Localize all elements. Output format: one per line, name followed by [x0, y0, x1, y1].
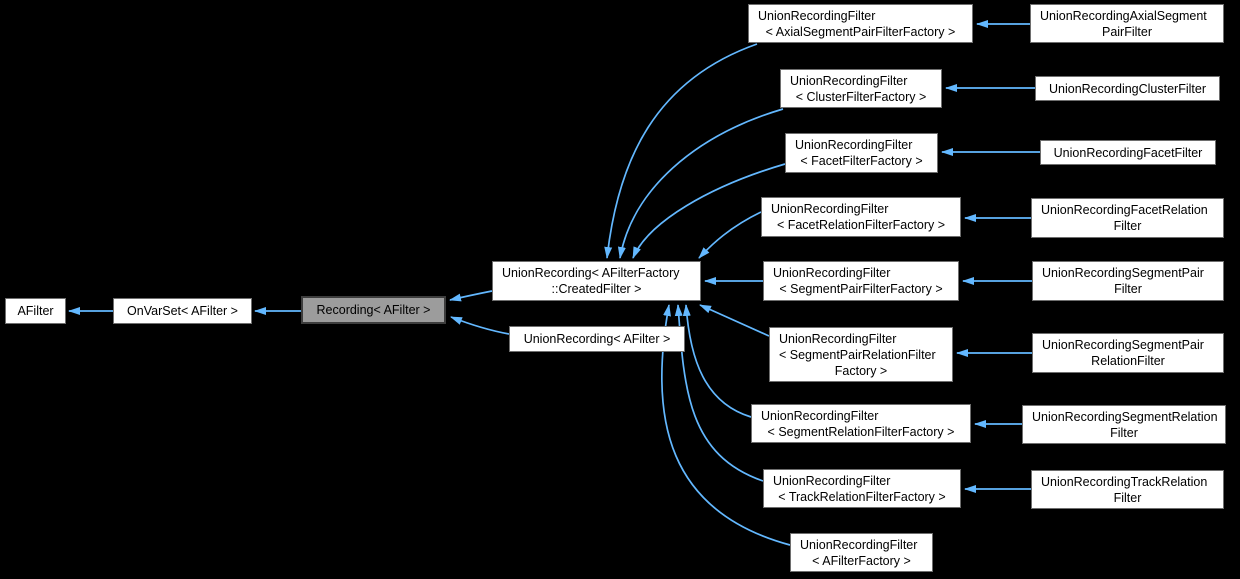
node-unionrecordingfilter-clusterfilterfactory[interactable]: UnionRecordingFilter < ClusterFilterFact…: [780, 69, 942, 108]
node-unionrecording-createdfilter[interactable]: UnionRecording< AFilterFactory ::Created…: [492, 261, 701, 301]
node-label-line: UnionRecordingFilter: [773, 266, 891, 280]
node-unionrecordingclusterfilter[interactable]: UnionRecordingClusterFilter: [1035, 76, 1220, 101]
edge-t-segrel-to-created: [682, 304, 752, 418]
node-label-line: UnionRecordingSegmentRelation: [1032, 409, 1218, 424]
node-label-line: UnionRecording< AFilterFactory: [502, 266, 680, 280]
node-unionrecordingfilter-facetrelationfilterfactory[interactable]: UnionRecordingFilter < FacetRelationFilt…: [761, 197, 961, 237]
node-unionrecordingfilter-trackrelationfilterfactory[interactable]: UnionRecordingFilter < TrackRelationFilt…: [763, 469, 961, 508]
node-label-line: UnionRecordingSegmentPair: [1042, 338, 1204, 352]
node-label-line: UnionRecordingTrackRelation: [1041, 474, 1208, 489]
node-label-line: < AxialSegmentPairFilterFactory >: [765, 24, 956, 39]
node-label-line: UnionRecordingFilter: [758, 8, 876, 23]
node-label-line: UnionRecordingFilter: [779, 331, 897, 346]
node-label-line: < SegmentPairFilterFactory >: [779, 282, 943, 296]
node-label: Recording< AFilter >: [316, 303, 431, 317]
node-label-line: UnionRecordingAxialSegment: [1040, 8, 1207, 23]
node-label-line: Filter: [1113, 490, 1142, 505]
node-label-line: UnionRecordingFilter: [771, 202, 889, 216]
edge-t-cluster-to-created: [617, 108, 784, 259]
node-unionrecordingtrackrelationfilter[interactable]: UnionRecordingTrackRelation Filter: [1031, 470, 1224, 509]
node-unionrecordingfilter-segmentpairfilterfactory[interactable]: UnionRecordingFilter < SegmentPairFilter…: [763, 261, 959, 301]
node-label-line: PairFilter: [1101, 24, 1152, 39]
node-label-line: Factory >: [834, 363, 888, 378]
node-label-line: RelationFilter: [1091, 354, 1165, 368]
node-label-line: UnionRecordingFilter: [795, 138, 913, 152]
node-unionrecordingsegmentpairrelationfilter[interactable]: UnionRecordingSegmentPair RelationFilter: [1032, 333, 1224, 373]
node-unionrecordingfacetfilter[interactable]: UnionRecordingFacetFilter: [1040, 140, 1216, 165]
edge-created-to-recording: [449, 290, 493, 302]
node-unionrecordingfilter-segmentrelationfilterfactory[interactable]: UnionRecordingFilter < SegmentRelationFi…: [751, 404, 971, 443]
node-unionrecordingfilter-afilterfactory[interactable]: UnionRecordingFilter < AFilterFactory >: [790, 533, 933, 572]
node-label: OnVarSet< AFilter >: [127, 304, 238, 318]
node-label-line: UnionRecordingFilter: [761, 408, 879, 423]
node-label-line: < SegmentRelationFilterFactory >: [767, 424, 955, 439]
node-label-line: < TrackRelationFilterFactory >: [778, 489, 946, 504]
node-label-line: < SegmentPairRelationFilter: [779, 347, 936, 362]
edge-t-facetrel-to-created: [698, 211, 762, 259]
node-label-line: Filter: [1114, 282, 1142, 296]
node-unionrecordingsegmentrelationfilter[interactable]: UnionRecordingSegmentRelation Filter: [1022, 405, 1226, 444]
node-label-line: UnionRecordingFilter: [790, 73, 908, 88]
node-unionrecording-afilter[interactable]: UnionRecording< AFilter >: [509, 326, 685, 352]
node-label: UnionRecordingFacetFilter: [1053, 145, 1203, 160]
node-label-line: UnionRecordingFacetRelation: [1041, 203, 1208, 217]
edge-t-segpairrel-to-created: [699, 304, 770, 337]
node-onvarset-afilter[interactable]: OnVarSet< AFilter >: [113, 298, 252, 324]
node-label-line: < FacetRelationFilterFactory >: [776, 218, 946, 232]
node-label: UnionRecordingClusterFilter: [1048, 81, 1206, 96]
edge-t-axial-to-created: [604, 43, 758, 259]
node-unionrecordingfilter-segmentpairrelationfilterfactory[interactable]: UnionRecordingFilter < SegmentPairRelati…: [769, 327, 953, 382]
node-unionrecordingfilter-facetfilterfactory[interactable]: UnionRecordingFilter < FacetFilterFactor…: [785, 133, 938, 173]
node-label-line: ::CreatedFilter >: [551, 282, 642, 296]
node-label: UnionRecording< AFilter >: [523, 332, 671, 346]
node-unionrecordingaxialsegmentpairfilter[interactable]: UnionRecordingAxialSegment PairFilter: [1030, 4, 1224, 43]
node-unionrecordingfacetrelationfilter[interactable]: UnionRecordingFacetRelation Filter: [1031, 198, 1224, 238]
node-label-line: Filter: [1113, 219, 1142, 233]
node-unionrecordingsegmentpairfilter[interactable]: UnionRecordingSegmentPair Filter: [1032, 261, 1224, 301]
node-label-line: UnionRecordingFilter: [773, 473, 891, 488]
node-unionrecordingfilter-axialsegmentpairfilterfactory[interactable]: UnionRecordingFilter < AxialSegmentPairF…: [748, 4, 973, 43]
node-label-line: Filter: [1110, 425, 1138, 440]
edge-unionafilter-to-recording: [450, 316, 510, 335]
node-label-line: < ClusterFilterFactory >: [795, 89, 927, 104]
node-label-line: UnionRecordingSegmentPair: [1042, 266, 1204, 280]
node-label-line: UnionRecordingFilter: [800, 537, 918, 552]
edge-t-trackrel-to-created: [674, 304, 764, 482]
edge-t-facet-to-created: [632, 163, 786, 259]
node-afilter[interactable]: AFilter: [5, 298, 66, 324]
node-recording-afilter-current: Recording< AFilter >: [301, 296, 446, 324]
node-label: AFilter: [17, 304, 54, 318]
node-label-line: < FacetFilterFactory >: [800, 154, 923, 168]
node-label-line: < AFilterFactory >: [812, 553, 911, 568]
